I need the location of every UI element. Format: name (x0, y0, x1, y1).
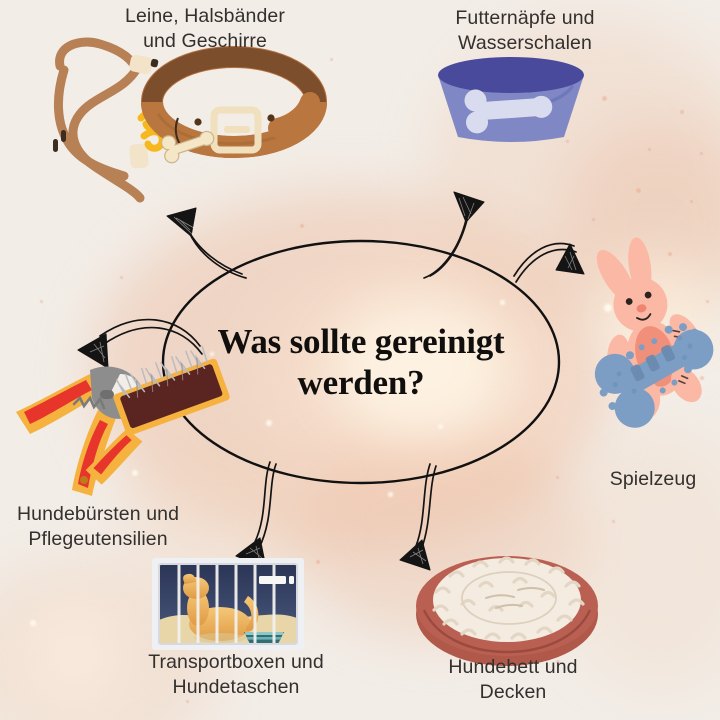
label-bowls: Futternäpfe und Wasserschalen (455, 7, 595, 55)
bone-emblem (464, 89, 553, 134)
center-ellipse-outline (161, 239, 561, 485)
dog-bed-icon (416, 556, 598, 666)
center-question-text: Was sollte gereinigt werden? (217, 321, 505, 402)
crate-bowl (244, 632, 284, 644)
label-toys: Spielzeug (609, 468, 697, 490)
label-beds: Hundebett und Decken (448, 656, 578, 704)
grooming-tools-icon (16, 345, 230, 496)
dog-toys-icon (594, 237, 714, 428)
arrow-to-beds (399, 463, 437, 571)
arrow-to-toys (513, 242, 585, 283)
dog-collar (141, 46, 327, 164)
dog-crate-icon (152, 558, 304, 650)
label-grooming: Hundebürsten und Pflegeutensilien (16, 503, 180, 551)
arrow-to-leashes (166, 207, 247, 279)
arrow-to-bowls (423, 191, 485, 279)
arrow-to-grooming (77, 318, 203, 369)
rubber-bone-toy (594, 323, 714, 428)
crate-latch (259, 576, 286, 584)
slicker-brush (85, 345, 230, 485)
food-bowl-icon (438, 57, 584, 142)
center-node: Was sollte gereinigt werden? (160, 238, 562, 486)
label-crates: Transportboxen und Hundetaschen (148, 651, 324, 699)
leash-and-collar-icon (53, 37, 327, 203)
label-leashes: Leine, Halsbänder und Geschirre (125, 5, 285, 53)
